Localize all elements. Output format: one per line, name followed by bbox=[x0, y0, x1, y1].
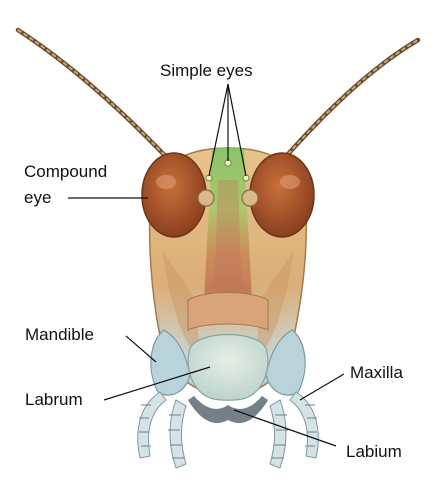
label-compound-eye-line1: Compound bbox=[24, 162, 107, 182]
leader-mandible bbox=[126, 336, 156, 362]
leader-maxilla bbox=[300, 374, 344, 400]
palps-right bbox=[270, 392, 318, 468]
label-labrum: Labrum bbox=[25, 390, 83, 410]
label-maxilla: Maxilla bbox=[350, 363, 403, 383]
label-compound-eye-line2: eye bbox=[24, 188, 51, 208]
compound-eye-left bbox=[142, 153, 206, 237]
compound-eye-right bbox=[250, 153, 314, 237]
label-mandible: Mandible bbox=[25, 325, 94, 345]
labrum bbox=[188, 335, 268, 401]
palps-left bbox=[138, 392, 186, 468]
label-simple-eyes: Simple eyes bbox=[160, 61, 253, 81]
label-labium: Labium bbox=[346, 442, 402, 462]
